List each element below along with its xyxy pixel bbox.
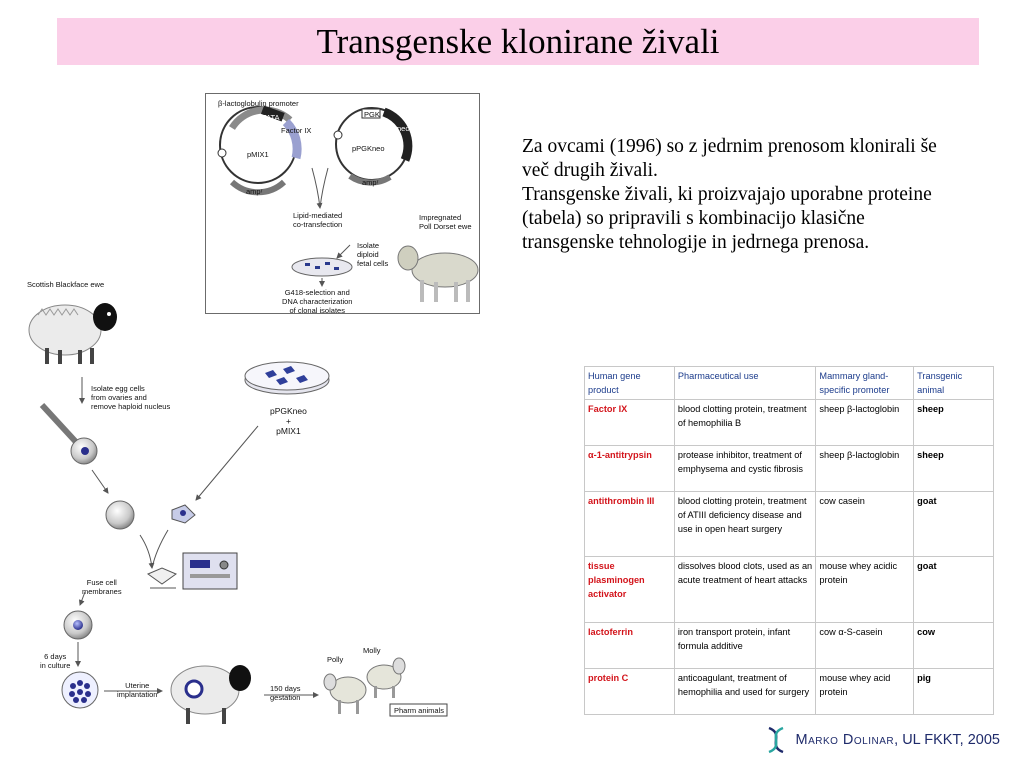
cell-animal: goat [913,556,994,623]
table-row: Factor IX blood clotting protein, treatm… [584,399,994,446]
surrogate-ewe [170,665,251,724]
cell-use: blood clotting protein, treatment of ATI… [673,490,817,558]
cell-animal: sheep [913,444,994,492]
description-text: Za ovcami (1996) so z jedrnim prenosom k… [522,135,942,255]
label-pharm-animals: Pharm animals [394,706,445,715]
label-ampr-right: ampʳ [362,178,379,187]
scottish-blackface-ewe [28,303,117,364]
table-header-row: Human gene product Pharmaceutical use Ma… [584,366,994,400]
cell-use: blood clotting protein, treatment of hem… [673,399,817,446]
label-molly: Molly [363,646,381,655]
label-polly: Polly [327,655,344,664]
cell-gene: lactoferrin [584,621,675,669]
poll-dorset-ewe [397,245,479,302]
label-lipid-mediated: Lipid-mediated co-transfection [293,211,343,229]
label-tata: TATA [262,113,280,122]
header-gene-product: Human gene product [584,366,675,400]
footer-author: Marko Dolinar [795,732,895,748]
header-pharma-use: Pharmaceutical use [673,366,817,400]
transgenic-table: Human gene product Pharmaceutical use Ma… [584,366,994,716]
label-pmix1: pMIX1 [247,150,269,159]
table-row: tissue plasminogen activator dissolves b… [584,556,994,623]
cell-gene: α-1-antitrypsin [584,444,675,492]
description-paragraph-2: Transgenske živali, ki proizvajajo upora… [522,184,932,253]
cell-animal: cow [913,621,994,669]
table-row: antithrombin III blood clotting protein,… [584,490,994,558]
cell-animal: pig [913,667,994,716]
header-animal: Transgenic animal [913,366,994,400]
label-impregnated: Impregnated Poll Dorset ewe [419,213,472,231]
label-factor-ix: Factor IX [281,126,312,135]
label-ppgkneo-pmix1: pPGKneo + pMIX1 [270,406,307,436]
label-ppgkneo: pPGKneo [352,144,385,153]
genes-table: Human gene product Pharmaceutical use Ma… [584,366,994,716]
cell-use: protease inhibitor, treatment of emphyse… [673,444,817,492]
cell-gene: antithrombin III [584,490,675,558]
cell-promoter: mouse whey acid protein [815,667,915,716]
cell-promoter: cow casein [815,490,915,558]
label-fuse-cell: Fuse cell membranes [82,578,122,596]
label-ampr-left: ampʳ [246,187,263,196]
footer-affiliation: , UL FKKT, 2005 [894,732,1000,748]
label-isolate-diploid: Isolate diploid fetal cells [357,241,389,268]
label-uterine: Uterine implantation [117,681,158,699]
header-promoter: Mammary gland-specific promoter [815,366,915,400]
cell-promoter: cow α-S-casein [815,621,915,669]
cell-promoter: sheep β-lactoglobin [815,399,915,446]
cell-promoter: mouse whey acidic protein [815,556,915,623]
diagram-drawing [28,105,479,724]
polly-molly-sheep [323,657,406,714]
table-row: protein C anticoagulant, treatment of he… [584,667,994,716]
cell-use: dissolves blood clots, used as an acute … [673,556,817,623]
label-neor: neoʳ [397,124,412,133]
ppgkneo-plasmid [333,107,413,186]
footer: Marko Dolinar, UL FKKT, 2005 [763,726,1000,754]
label-pgk: PGK [364,110,380,119]
dna-helix-icon [768,726,785,754]
cell-use: iron transport protein, infant formula a… [673,621,817,669]
title-bar: Transgenske klonirane živali [57,18,979,65]
electrofusion-device [146,552,238,590]
table-row: α-1-antitrypsin protease inhibitor, trea… [584,444,994,492]
label-isolate-egg: Isolate egg cells from ovaries and remov… [91,384,171,411]
slide-title: Transgenske klonirane živali [316,21,720,61]
label-gestation: 150 days gestation [270,684,301,702]
description-paragraph-1: Za ovcami (1996) so z jedrnim prenosom k… [522,136,937,181]
cell-animal: goat [913,490,994,558]
label-beta-lactoglobulin: β-lactoglobulin promoter [218,99,299,108]
cell-promoter: sheep β-lactoglobin [815,444,915,492]
label-g418: G418-selection and DNA characterization … [282,288,353,315]
label-six-days: 6 days in culture [40,652,71,670]
label-scottish-blackface: Scottish Blackface ewe [27,280,105,289]
table-row: lactoferrin iron transport protein, infa… [584,621,994,669]
cloning-diagram: β-lactoglobulin promoter TATA Factor IX … [0,80,520,730]
cell-use: anticoagulant, treatment of hemophilia a… [673,667,817,716]
cell-gene: Factor IX [584,399,675,446]
cell-gene: protein C [584,667,675,716]
cell-animal: sheep [913,399,994,446]
pmix1-plasmid [217,105,302,196]
cell-gene: tissue plasminogen activator [584,556,675,623]
